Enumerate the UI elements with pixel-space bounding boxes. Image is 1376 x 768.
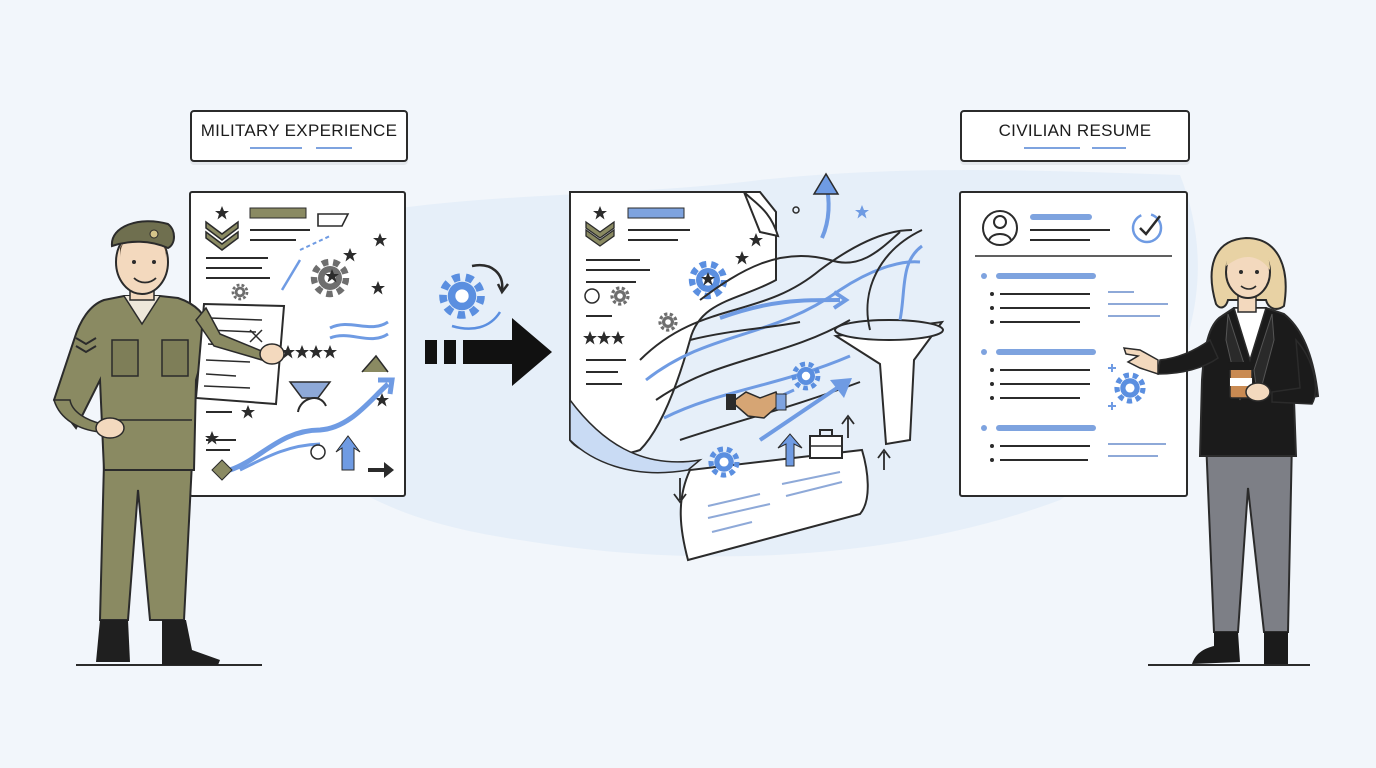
civilian-resume-document <box>959 191 1188 497</box>
military-experience-label: MILITARY EXPERIENCE <box>190 110 408 162</box>
soldier-figure <box>52 220 286 666</box>
handshake-icon <box>726 391 787 419</box>
civilian-resume-label-text: CIVILIAN RESUME <box>998 121 1152 140</box>
profile-icon <box>982 210 1018 246</box>
transforming-document <box>569 172 945 562</box>
military-document <box>189 191 406 497</box>
professional-woman-figure <box>1122 236 1320 666</box>
military-experience-label-text: MILITARY EXPERIENCE <box>200 121 398 140</box>
civilian-resume-label: CIVILIAN RESUME <box>960 110 1190 162</box>
briefcase-icon <box>809 429 843 459</box>
checkmark-badge-icon <box>1131 212 1163 244</box>
arrow-right-icon <box>425 318 552 386</box>
transform-gear-icon <box>443 263 509 330</box>
